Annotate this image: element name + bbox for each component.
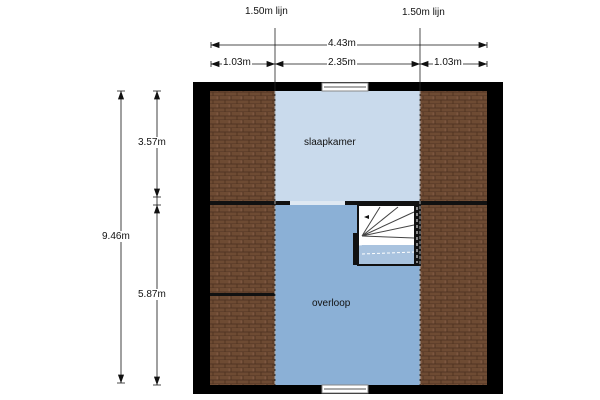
total-width-label: 4.43m (327, 38, 357, 49)
middle-width-label: 2.35m (327, 57, 357, 68)
landing-depth-label: 5.87m (137, 289, 167, 300)
roof-slope-right (420, 91, 487, 385)
roof-slope-left (210, 91, 275, 385)
left-width-label: 1.03m (222, 57, 252, 68)
line-label-left: 1.50m lijn (244, 6, 289, 17)
line-label-right: 1.50m lijn (401, 7, 446, 18)
room-label-bedroom: slaapkamer (304, 137, 356, 148)
wall-left-middle (210, 293, 275, 296)
door-opening (290, 201, 345, 205)
bedroom-depth-label: 3.57m (137, 137, 167, 148)
room-label-landing: overloop (312, 298, 351, 309)
total-depth-label: 9.46m (101, 231, 131, 242)
right-width-label: 1.03m (433, 57, 463, 68)
staircase (353, 204, 421, 266)
wall-horizontal (210, 201, 487, 205)
bedroom-area (275, 91, 420, 201)
